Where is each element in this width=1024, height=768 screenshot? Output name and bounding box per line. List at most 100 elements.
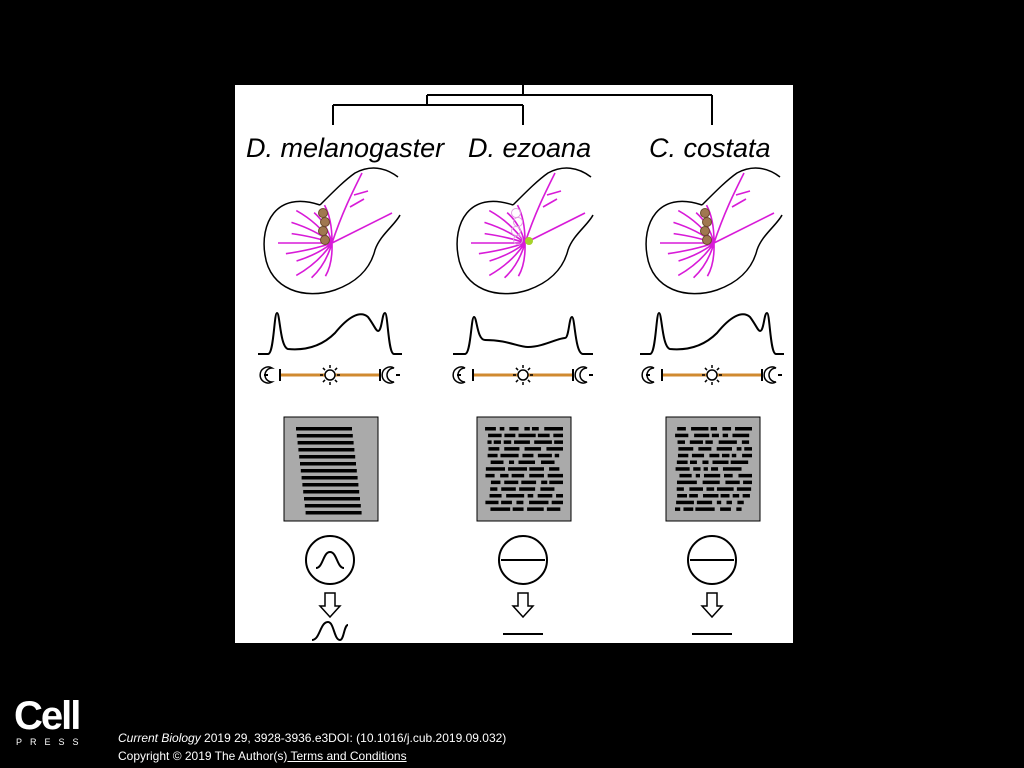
scattered-bar: [689, 460, 697, 464]
scattered-bar: [537, 433, 550, 438]
scattered-bar: [514, 440, 530, 444]
scattered-bar: [675, 507, 681, 511]
scattered-bar: [529, 500, 549, 505]
scattered-bar: [696, 500, 713, 505]
scattered-bar: [537, 453, 552, 458]
neuron-cell-body-icon: [318, 226, 328, 236]
scattered-bar: [485, 473, 495, 478]
scattered-bar: [504, 433, 516, 438]
scattered-bar: [518, 433, 536, 438]
scattered-bar: [488, 433, 502, 438]
neuron-cell-body-icon: [511, 208, 521, 218]
scattered-bar: [676, 487, 684, 491]
scattered-bar: [490, 460, 504, 464]
brain-outline-icon: [263, 167, 401, 295]
scattered-bar: [716, 487, 734, 491]
scattered-bar: [736, 447, 742, 451]
scattered-bar: [546, 447, 563, 451]
moon-icon: [641, 366, 655, 384]
scattered-bar: [702, 480, 720, 485]
scattered-bar: [711, 467, 719, 471]
scattered-bar: [732, 433, 750, 438]
scattered-bar: [738, 473, 752, 478]
scattered-bar: [678, 447, 694, 451]
scattered-bar: [709, 453, 720, 458]
species-label-costata: C. costata: [649, 133, 771, 163]
sun-ray: [334, 367, 338, 371]
scattered-bar: [691, 427, 709, 431]
neuron-cell-body-icon: [320, 235, 330, 245]
scattered-bar: [541, 460, 555, 464]
sun-ray: [322, 379, 326, 383]
terms-link[interactable]: Terms and Conditions: [287, 749, 407, 763]
scattered-bar: [511, 473, 525, 478]
scattered-bar: [732, 494, 740, 498]
down-arrow-icon: [318, 592, 342, 619]
scattered-bar: [493, 440, 501, 444]
down-arrow-icon: [700, 592, 724, 619]
neuron-arbor-icon: [660, 172, 775, 279]
scattered-bar: [675, 467, 690, 471]
scattered-bar: [712, 460, 729, 464]
scattered-bar: [725, 480, 740, 485]
scattered-bar: [677, 440, 685, 444]
scattered-bar: [509, 427, 519, 431]
sun-disc: [517, 369, 529, 381]
scattered-bar: [527, 507, 544, 511]
scattered-bar: [726, 500, 732, 505]
tree-branches: [332, 85, 713, 125]
scattered-bar: [689, 487, 704, 491]
brain-outline-icon: [456, 167, 594, 295]
neuron-cell-body-icon: [702, 235, 712, 245]
oscillator-icon: [305, 535, 355, 585]
logo-word: Cell: [14, 694, 81, 738]
scattered-bar: [553, 433, 563, 438]
scattered-bar: [504, 480, 519, 485]
scattered-bar: [720, 494, 730, 498]
scattered-bar: [737, 500, 744, 505]
scattered-bar: [504, 447, 520, 451]
citation-details: 2019 29, 3928-3936.e3DOI: (10.1016/j.cub…: [200, 731, 507, 745]
species-column: [452, 167, 594, 635]
scattered-bar: [721, 453, 730, 458]
scattered-bar: [489, 494, 502, 498]
scattered-bar: [549, 480, 563, 485]
scattered-bar: [706, 487, 715, 491]
scattered-bar: [693, 467, 701, 471]
copyright-text: Copyright © 2019 The Author(s): [118, 749, 288, 763]
scattered-bar: [500, 453, 519, 458]
figure-svg: [258, 85, 784, 642]
aligned-bar: [301, 476, 358, 480]
scattered-bar: [736, 487, 752, 491]
scattered-bar: [734, 427, 752, 431]
neuron-cell-body-icon: [700, 208, 710, 218]
scattered-bar: [485, 467, 506, 471]
sun-ray: [322, 367, 326, 371]
logo-sub: PRESS: [16, 737, 87, 747]
cell-press-logo: Cell PRESS: [14, 694, 87, 747]
neuron-cell-body-icon: [700, 226, 710, 236]
scattered-bar: [512, 507, 524, 511]
scattered-bar: [500, 473, 509, 478]
scattered-bar: [516, 500, 524, 505]
species-label-ezoana: D. ezoana: [468, 133, 592, 163]
scattered-bar: [744, 447, 752, 451]
neuron-cell-body-icon: [513, 235, 523, 245]
scattered-bar: [676, 500, 694, 505]
sun-icon: [702, 365, 722, 385]
output-wave-icon: [311, 620, 349, 642]
scattered-bar: [730, 460, 749, 464]
scattered-bar: [534, 440, 552, 444]
moon-icon: [574, 366, 588, 384]
scattered-bar: [722, 427, 732, 431]
scattered-bar: [503, 440, 512, 444]
scattered-bar: [722, 433, 729, 438]
scattered-bar: [689, 440, 703, 444]
scattered-bar: [742, 494, 750, 498]
scattered-bar: [518, 460, 536, 464]
scattered-bar: [556, 494, 563, 498]
scattered-bar: [537, 494, 553, 498]
response-trace: [453, 315, 593, 355]
sun-ray: [704, 379, 708, 383]
scattered-bar: [508, 467, 527, 471]
